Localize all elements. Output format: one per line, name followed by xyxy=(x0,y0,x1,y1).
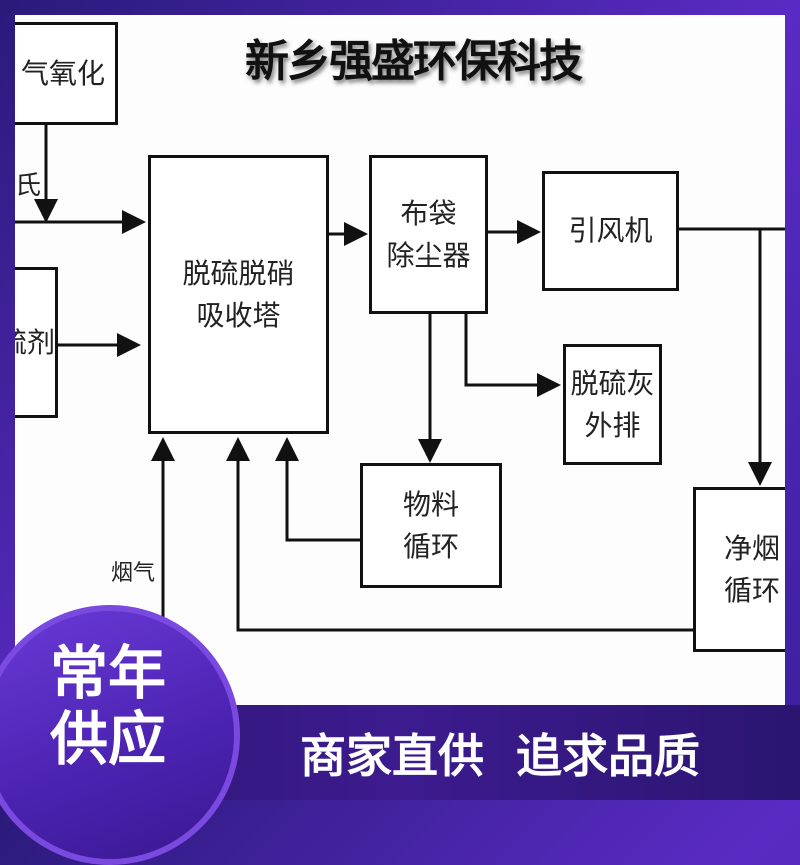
ash-label-2: 外排 xyxy=(584,408,641,442)
bag-filter-box: 布袋除尘器 xyxy=(369,155,488,314)
clean-flue-cycle-box: 净烟循环 xyxy=(693,487,785,652)
clean-flue-label-1: 净烟 xyxy=(724,531,781,565)
desulfurizer-box: 硫剂 xyxy=(15,267,58,418)
company-title: 新乡强盛环保科技 xyxy=(245,36,583,87)
ash-label-1: 脱硫灰 xyxy=(570,366,655,400)
arrow-material-return xyxy=(275,437,360,542)
oxidation-label: 气氧化 xyxy=(20,56,105,90)
material-cycle-label-2: 循环 xyxy=(402,529,459,563)
absorber-box: 脱硫脱硝吸收塔 xyxy=(148,155,329,434)
absorber-label-2: 吸收塔 xyxy=(196,298,281,332)
absorber-label-1: 脱硫脱硝 xyxy=(182,256,295,290)
arrow-filter-to-ash xyxy=(464,313,561,397)
flue-gas-label: 烟气 xyxy=(111,561,156,586)
bag-filter-label-1: 布袋 xyxy=(400,196,457,230)
bag-filter-label-2: 除尘器 xyxy=(386,238,471,272)
partial-label: 氏 xyxy=(15,171,42,201)
arrow-clean-return xyxy=(226,437,693,632)
slogan: 商家直供 追求品质 xyxy=(300,729,701,783)
badge-line-2: 供应 xyxy=(50,705,167,773)
material-cycle-label-1: 物料 xyxy=(402,487,459,521)
ash-box: 脱硫灰外排 xyxy=(563,344,662,465)
fan-label: 引风机 xyxy=(568,214,653,247)
material-cycle-box: 物料循环 xyxy=(360,463,502,588)
badge-text: 常年 供应 xyxy=(50,640,166,772)
oxidation-box: 气氧化 xyxy=(15,22,118,125)
clean-flue-label-2: 循环 xyxy=(724,573,781,607)
fan-box: 引风机 xyxy=(542,171,679,291)
badge-line-1: 常年 xyxy=(50,639,167,707)
desulfurizer-label: 硫剂 xyxy=(15,325,55,359)
flow-lines xyxy=(15,125,785,632)
